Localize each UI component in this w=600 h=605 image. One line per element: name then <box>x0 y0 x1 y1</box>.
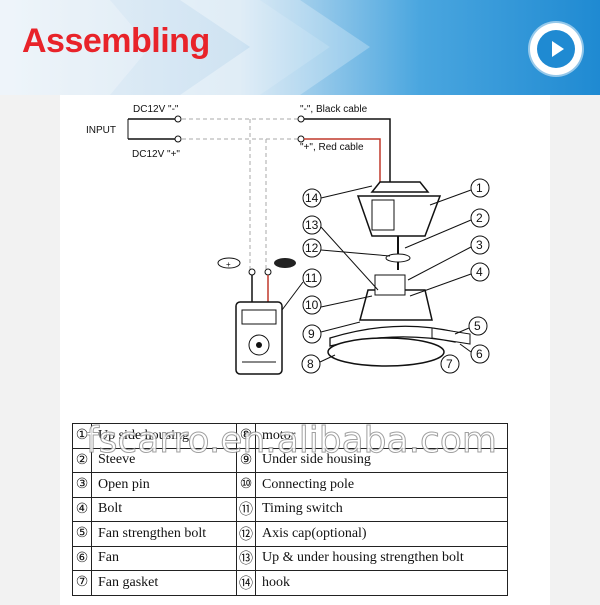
part-name: Under side housing <box>255 447 508 473</box>
part-number: ⑭ <box>236 570 256 596</box>
callout-11: 11 <box>305 271 318 285</box>
part-name: Connecting pole <box>255 472 508 498</box>
play-icon <box>537 30 575 68</box>
up-side-housing-icon <box>356 195 442 237</box>
part-name: motor <box>255 423 508 449</box>
part-name: Steeve <box>91 447 237 473</box>
red-cable-label: "+", Red cable <box>300 142 364 153</box>
part-number: ① <box>72 423 92 449</box>
callout-3: 3 <box>476 238 483 252</box>
svg-text:+: + <box>226 260 231 269</box>
part-name: Axis cap(optional) <box>255 521 508 547</box>
part-name: Up & under housing strengthen bolt <box>255 545 508 571</box>
part-name: Timing switch <box>255 496 508 522</box>
part-number: ⑨ <box>236 447 256 473</box>
black-cable-label: "-", Black cable <box>300 104 368 115</box>
callout-7: 7 <box>446 357 453 371</box>
play-button[interactable] <box>530 23 582 75</box>
part-name: Up side housing <box>91 423 237 449</box>
part-number: ⑦ <box>72 570 92 596</box>
header-banner: Assembling <box>0 0 600 95</box>
callout-2: 2 <box>476 211 483 225</box>
part-name: Bolt <box>91 496 237 522</box>
callout-6: 6 <box>476 347 483 361</box>
callout-14: 14 <box>305 191 319 205</box>
part-name: Fan strengthen bolt <box>91 521 237 547</box>
part-number: ⑩ <box>236 472 256 498</box>
callout-13: 13 <box>305 218 319 232</box>
dc-plus-label: DC12V "+" <box>132 149 180 160</box>
banner-chevrons <box>0 0 370 95</box>
callout-10: 10 <box>305 298 319 312</box>
callout-12: 12 <box>305 241 319 255</box>
part-number: ⑪ <box>236 496 256 522</box>
input-label: INPUT <box>86 125 116 136</box>
dc-minus-label: DC12V "-" <box>133 104 179 115</box>
wiring-diagram: DC12V "-" INPUT DC12V "+" "-", Black cab… <box>86 104 490 375</box>
page-title: Assembling <box>22 22 210 60</box>
motor-icon <box>359 289 433 321</box>
part-number: ⑤ <box>72 521 92 547</box>
part-number: ⑫ <box>236 521 256 547</box>
negative-terminal-icon <box>274 258 296 268</box>
callout-4: 4 <box>476 265 483 279</box>
part-number: ④ <box>72 496 92 522</box>
part-name: hook <box>255 570 508 596</box>
part-name: Fan <box>91 545 237 571</box>
callout-1: 1 <box>476 181 483 195</box>
callout-9: 9 <box>308 327 315 341</box>
callout-8: 8 <box>307 357 314 371</box>
part-name: Open pin <box>91 472 237 498</box>
part-number: ⑬ <box>236 545 256 571</box>
part-number: ② <box>72 447 92 473</box>
part-number: ⑧ <box>236 423 256 449</box>
part-name: Fan gasket <box>91 570 237 596</box>
under-side-housing-icon <box>327 337 445 367</box>
callouts: 1 2 3 4 5 6 7 8 9 10 11 12 13 14 <box>281 178 490 374</box>
positive-terminal-icon <box>217 257 241 269</box>
part-number: ⑥ <box>72 545 92 571</box>
callout-5: 5 <box>474 319 481 333</box>
part-number: ③ <box>72 472 92 498</box>
